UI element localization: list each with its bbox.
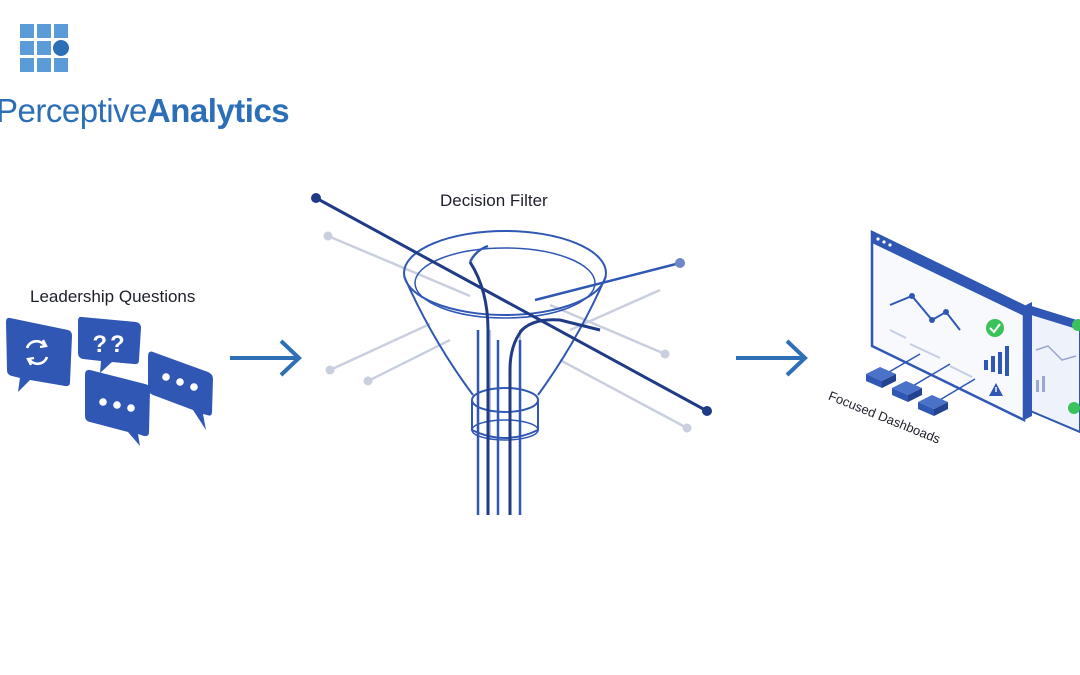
decision-filter-label: Decision Filter: [440, 191, 548, 210]
warning-icon: [989, 383, 1003, 396]
arrow-right-icon-2: [736, 339, 808, 377]
brand-logo: PerceptiveAnalytics: [0, 22, 290, 127]
chat-bubble-question-icon: ??: [78, 316, 141, 373]
chat-bubble-dots-icon: [85, 369, 150, 446]
brand-wordmark: PerceptiveAnalytics: [0, 92, 290, 129]
chat-bubbles-icon: ??: [6, 316, 213, 446]
bar-chart-icon: [984, 346, 1009, 376]
logo-grid-icon: [20, 24, 69, 72]
decision-filter-funnel: [311, 193, 712, 515]
leadership-questions-label: Leadership Questions: [30, 287, 196, 306]
arrow-right-icon: [230, 339, 302, 377]
brand-name-part1: Perceptive: [0, 92, 147, 129]
dashboard-panel-back: [1027, 304, 1080, 434]
dashboard-panel-front: [866, 230, 1032, 422]
data-cube-icons: [866, 367, 948, 416]
chat-bubble-refresh-icon: [6, 317, 72, 392]
brand-name-part2: Analytics: [146, 92, 290, 129]
question-marks: ??: [92, 331, 127, 358]
check-icon: [986, 319, 1004, 337]
focused-dashboards-illustration: [866, 230, 1080, 434]
chat-bubble-dots-right-icon: [148, 351, 213, 430]
